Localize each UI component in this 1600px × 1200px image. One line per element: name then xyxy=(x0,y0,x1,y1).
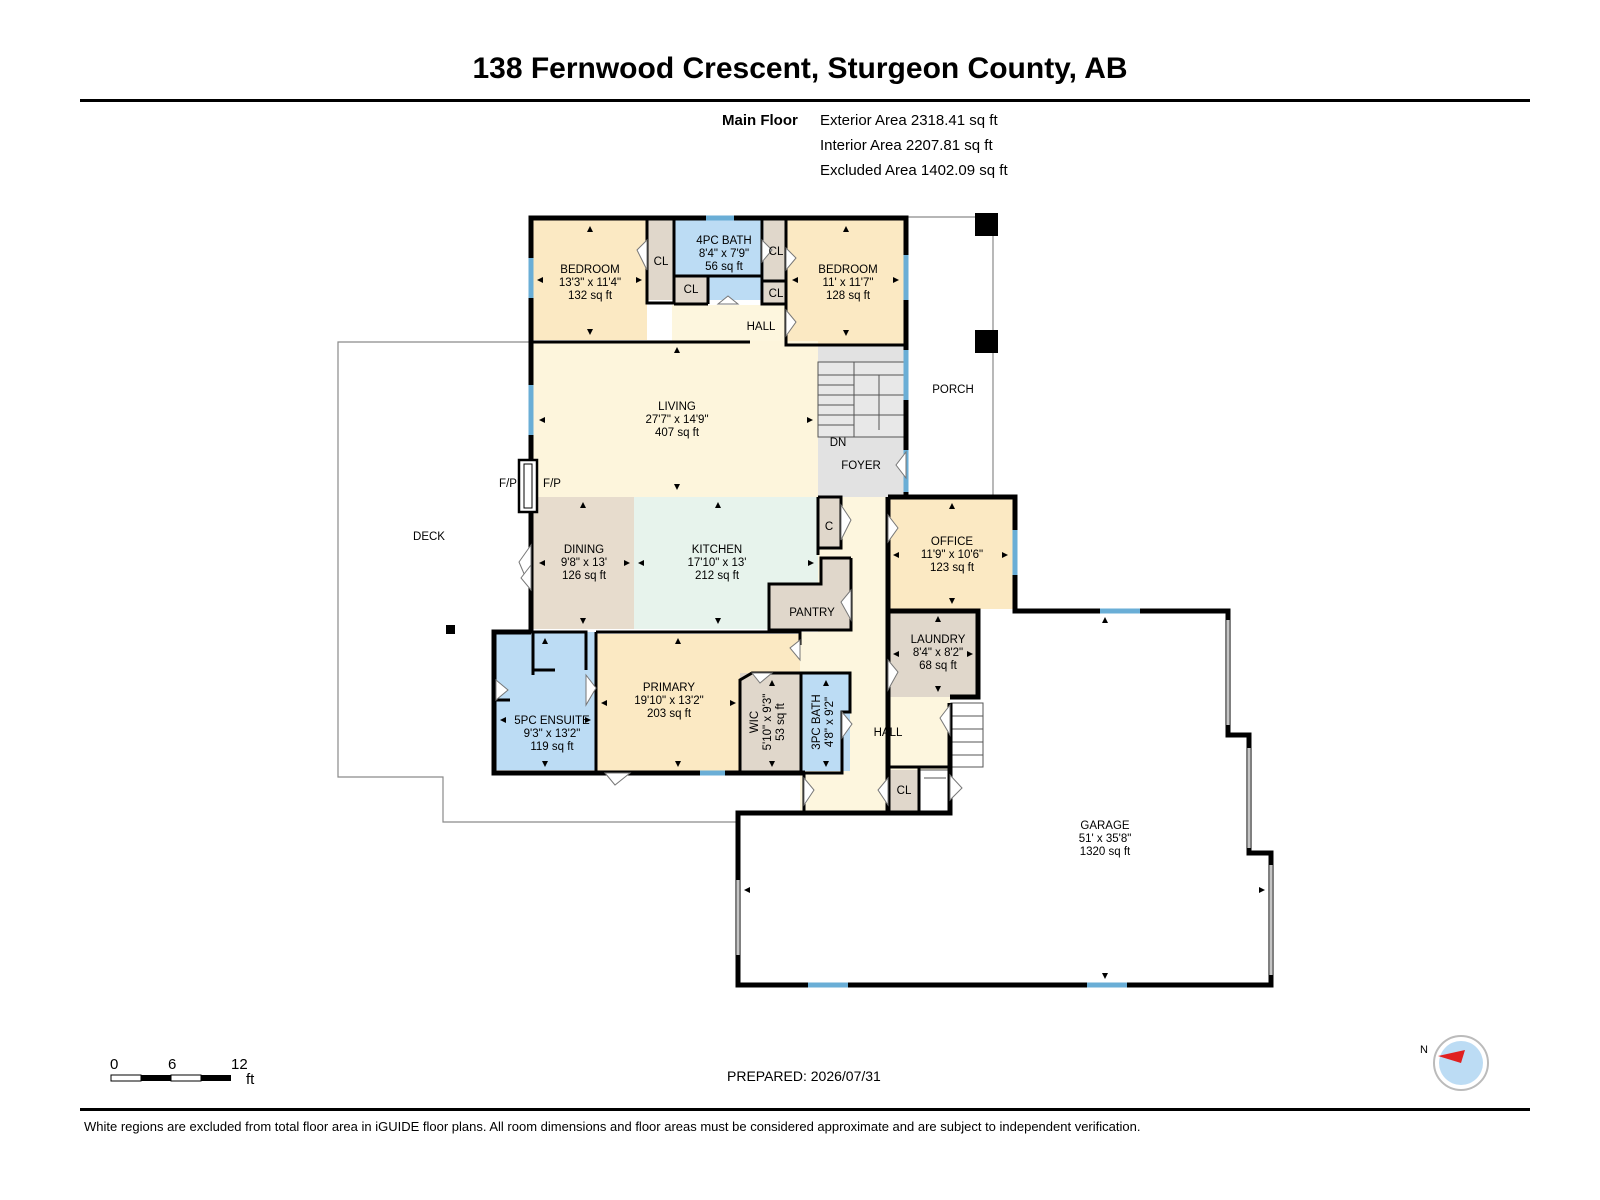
ensuite-fill xyxy=(496,632,595,770)
floor-label: Main Floor xyxy=(722,112,798,129)
garage-dims: 51' x 35'8" xyxy=(1079,833,1132,845)
disclaimer: White regions are excluded from total fl… xyxy=(84,1119,1141,1134)
closet-label: CL xyxy=(897,785,912,797)
laundry-dims: 8'4" x 8'2" xyxy=(913,647,963,659)
scale-tick-6: 6 xyxy=(168,1056,177,1073)
pantry-label: PANTRY xyxy=(789,607,835,619)
footer-rule xyxy=(80,1108,1530,1111)
bath-4pc-name: 4PC BATH xyxy=(696,235,751,247)
closet-fill xyxy=(889,770,919,812)
plan-title: 138 Fernwood Crescent, Sturgeon County, … xyxy=(472,52,1128,85)
fireplace-inner xyxy=(523,463,533,509)
bedroom-left-dims: 13'3" x 11'4" xyxy=(559,277,621,289)
deck-outline xyxy=(337,341,740,823)
porch-label: PORCH xyxy=(932,384,974,396)
compass-icon xyxy=(1433,1035,1489,1091)
laundry-fill xyxy=(889,611,976,697)
closet-shelf xyxy=(919,769,951,813)
wic-name: WIC xyxy=(749,711,761,733)
primary-dims: 19'10" x 13'2" xyxy=(634,695,703,707)
fireplace-label: F/P xyxy=(499,478,517,490)
prepared-date: PREPARED: 2026/07/31 xyxy=(727,1068,881,1084)
scale-unit: ft xyxy=(246,1071,255,1088)
deck-label: DECK xyxy=(413,531,445,543)
scale-tick-12: 12 xyxy=(231,1056,248,1073)
foyer-label: FOYER xyxy=(841,460,881,472)
closet-fill xyxy=(764,281,786,305)
garage-stairs xyxy=(950,702,984,768)
office-dims: 11'9" x 10'6" xyxy=(921,549,983,561)
compass-north-label: N xyxy=(1420,1044,1428,1056)
header-rule xyxy=(80,99,1530,102)
ensuite-area: 119 sq ft xyxy=(530,741,574,753)
office-fill xyxy=(889,499,1013,609)
scale-bar xyxy=(110,1074,231,1082)
office-name: OFFICE xyxy=(931,536,973,548)
bedroom-right-name: BEDROOM xyxy=(818,264,877,276)
living-fill xyxy=(533,341,818,497)
bedroom-left-area: 132 sq ft xyxy=(568,290,613,302)
wic-area: 53 sq ft xyxy=(775,702,787,741)
hall-top-fill xyxy=(672,305,787,341)
garage-name: GARAGE xyxy=(1080,820,1130,832)
doors xyxy=(495,238,963,807)
laundry-name: LAUNDRY xyxy=(911,634,966,646)
porch-post xyxy=(975,213,998,236)
bedroom-right-dims: 11' x 11'7" xyxy=(823,277,874,289)
bath-3pc-name: 3PC BATH xyxy=(811,694,823,749)
kitchen-name: KITCHEN xyxy=(692,544,742,556)
bedroom-right-fill xyxy=(787,220,904,344)
pantry-fill xyxy=(769,558,851,630)
stairs xyxy=(817,361,905,438)
dining-name: DINING xyxy=(564,544,604,556)
hall-top-label: HALL xyxy=(747,321,776,333)
kitchen-dims: 17'10" x 13' xyxy=(688,557,747,569)
dining-dims: 9'8" x 13' xyxy=(561,557,607,569)
bath-4pc-area: 56 sq ft xyxy=(705,261,744,273)
closet-label: CL xyxy=(684,284,699,296)
closet-c-label: C xyxy=(825,521,833,533)
ensuite-dims: 9'3" x 13'2" xyxy=(524,728,581,740)
office-area: 123 sq ft xyxy=(930,562,975,574)
exterior-area: Exterior Area 2318.41 sq ft xyxy=(820,112,998,129)
bedroom-right-area: 128 sq ft xyxy=(826,290,871,302)
closet-fill xyxy=(647,220,674,300)
ensuite-name: 5PC ENSUITE xyxy=(514,715,590,727)
living-dims: 27'7" x 14'9" xyxy=(645,414,708,426)
living-name: LIVING xyxy=(658,401,696,413)
bedroom-left-fill xyxy=(531,220,647,340)
bath-4pc-dims: 8'4" x 7'9" xyxy=(699,248,749,260)
interior-area: Interior Area 2207.81 sq ft xyxy=(820,137,993,154)
kitchen-area: 212 sq ft xyxy=(695,570,740,582)
wic-fill xyxy=(740,673,801,771)
living-area: 407 sq ft xyxy=(655,427,700,439)
garage-area: 1320 sq ft xyxy=(1080,846,1131,858)
closet-label: CL xyxy=(769,288,784,300)
dining-area: 126 sq ft xyxy=(562,570,607,582)
closet-fill xyxy=(674,276,708,304)
porch-post xyxy=(975,330,998,353)
wic-dims: 5'10" x 9'3" xyxy=(762,694,774,751)
primary-area: 203 sq ft xyxy=(647,708,692,720)
dimension-markers xyxy=(500,226,1265,979)
closet-label: CL xyxy=(769,246,784,258)
stairs-down-label: DN xyxy=(830,437,847,449)
primary-name: PRIMARY xyxy=(643,682,696,694)
bedroom-left-name: BEDROOM xyxy=(560,264,619,276)
garage-door-lines xyxy=(737,620,1272,975)
bath-3pc-dims: 4'8" x 9'2" xyxy=(824,697,836,747)
excluded-area: Excluded Area 1402.09 sq ft xyxy=(820,162,1008,179)
hall-lower-label: HALL xyxy=(874,727,903,739)
closet-fill xyxy=(764,220,786,280)
closet-label: CL xyxy=(654,256,669,268)
dining-fill xyxy=(533,497,634,629)
closet-c-fill xyxy=(818,498,841,548)
fireplace-label: F/P xyxy=(543,478,561,490)
deck-post xyxy=(446,625,455,634)
laundry-area: 68 sq ft xyxy=(919,660,958,672)
scale-tick-0: 0 xyxy=(110,1056,119,1073)
